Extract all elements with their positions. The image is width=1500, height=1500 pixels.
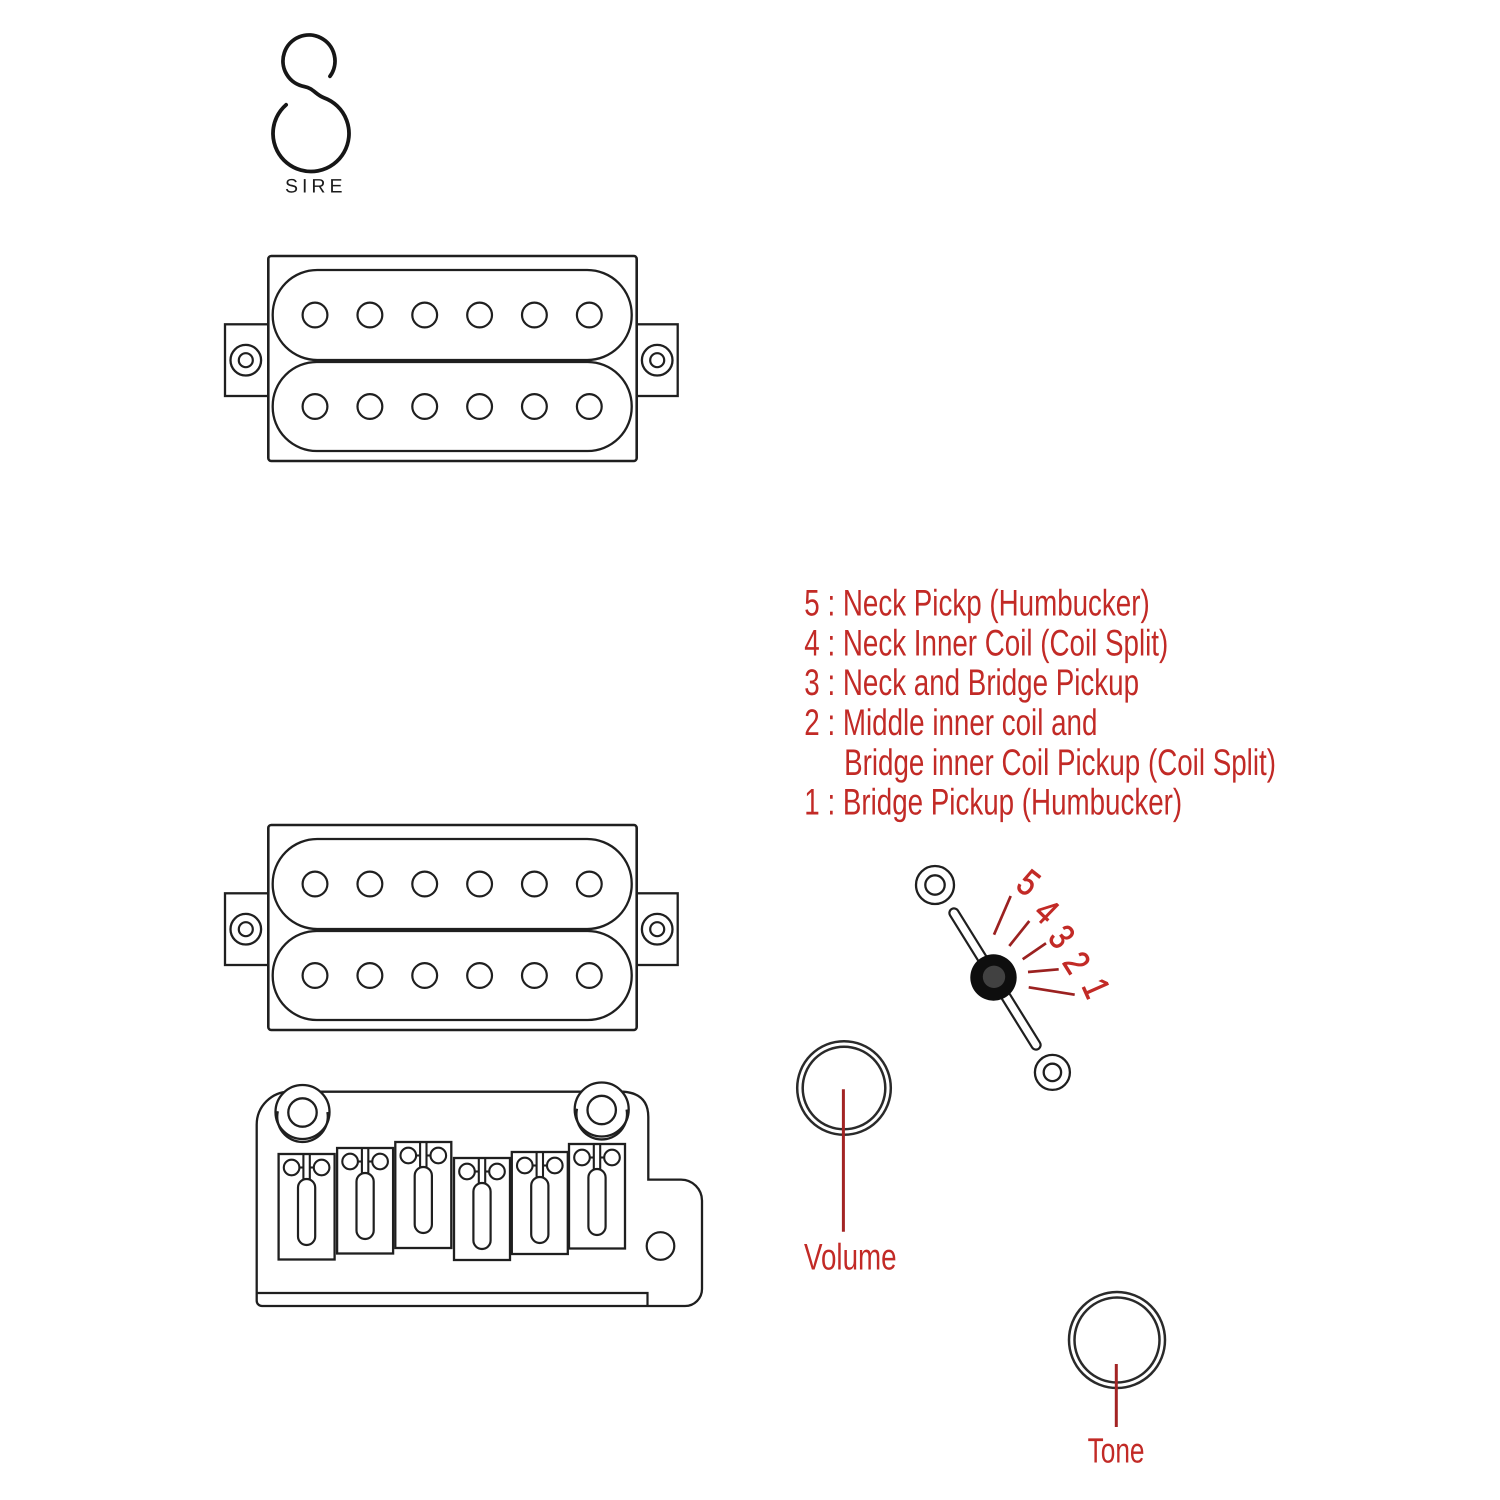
svg-text:5 : Neck Pickp (Humbucker): 5 : Neck Pickp (Humbucker) (804, 583, 1149, 624)
svg-text:1 : Bridge Pickup (Humbucker): 1 : Bridge Pickup (Humbucker) (804, 782, 1182, 823)
svg-text:SIRE: SIRE (285, 176, 347, 198)
svg-text:2 : Middle inner coil and: 2 : Middle inner coil and (804, 702, 1097, 743)
svg-text:Bridge inner Coil Pickup (Coil: Bridge inner Coil Pickup (Coil Split) (844, 742, 1276, 783)
svg-text:Volume: Volume (804, 1237, 897, 1278)
svg-text:Tone: Tone (1088, 1431, 1145, 1470)
svg-text:4 : Neck Inner Coil (Coil Spli: 4 : Neck Inner Coil (Coil Split) (804, 622, 1168, 663)
svg-text:3 : Neck and Bridge Pickup: 3 : Neck and Bridge Pickup (804, 662, 1139, 703)
